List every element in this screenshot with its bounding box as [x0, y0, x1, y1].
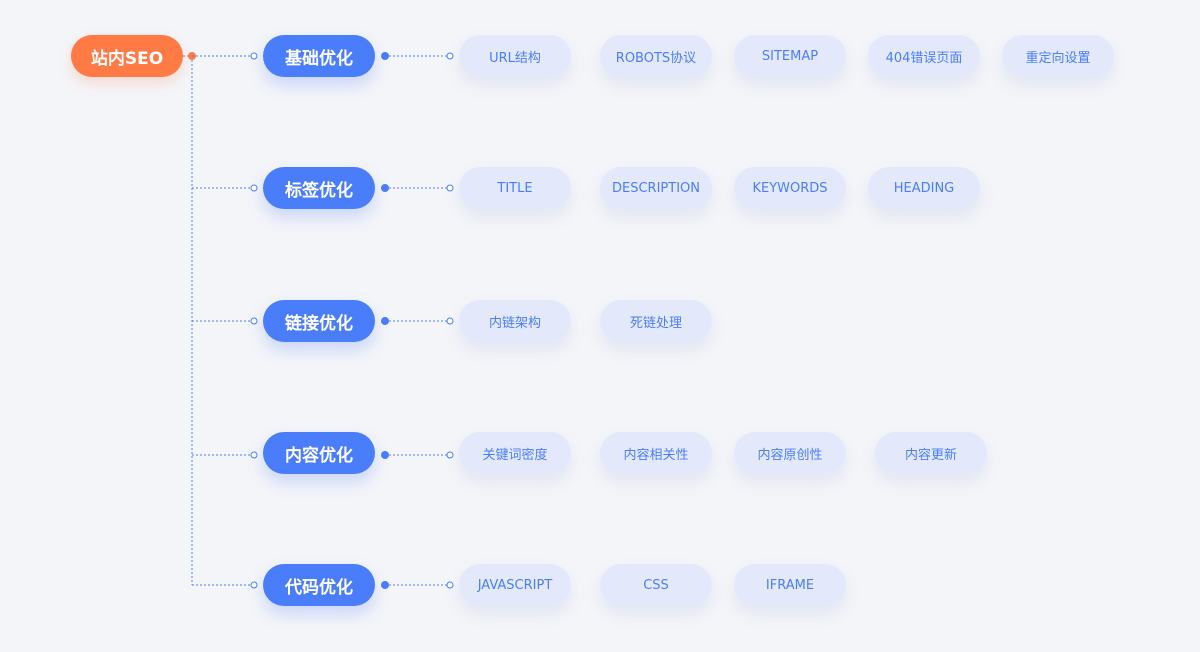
- branch-basic-optimization: 基础优化 URL结构 ROBOTS协议 SITEMAP 404错误页面 重定向设…: [0, 35, 1200, 77]
- leaf-node: CSS: [600, 564, 712, 606]
- branch-content-optimization: 内容优化 关键词密度 内容相关性 内容原创性 内容更新: [0, 432, 1200, 474]
- branch-link-optimization: 链接优化 内链架构 死链处理: [0, 300, 1200, 342]
- leaf-node: HEADING: [868, 167, 980, 209]
- branch-tag-optimization: 标签优化 TITLE DESCRIPTION KEYWORDS HEADING: [0, 167, 1200, 209]
- leaf-node: 关键词密度: [459, 432, 571, 474]
- category-node-link: 链接优化: [263, 300, 375, 342]
- leaf-node: 重定向设置: [1002, 35, 1114, 77]
- category-node-code: 代码优化: [263, 564, 375, 606]
- leaf-node: TITLE: [459, 167, 571, 209]
- leaf-node: 内链架构: [459, 300, 571, 342]
- leaf-node: SITEMAP: [734, 35, 846, 77]
- leaf-node: JAVASCRIPT: [459, 564, 571, 606]
- category-node-tag: 标签优化: [263, 167, 375, 209]
- leaf-node: 内容相关性: [600, 432, 712, 474]
- leaf-node: IFRAME: [734, 564, 846, 606]
- leaf-node: DESCRIPTION: [600, 167, 712, 209]
- leaf-node: 死链处理: [600, 300, 712, 342]
- leaf-node: URL结构: [459, 35, 571, 77]
- branch-code-optimization: 代码优化 JAVASCRIPT CSS IFRAME: [0, 564, 1200, 606]
- leaf-node: ROBOTS协议: [600, 35, 712, 77]
- root-node-onsite-seo: 站内SEO: [71, 35, 183, 77]
- category-node-content: 内容优化: [263, 432, 375, 474]
- leaf-node: 404错误页面: [868, 35, 980, 77]
- leaf-node: 内容原创性: [734, 432, 846, 474]
- leaf-node: 内容更新: [875, 432, 987, 474]
- leaf-node: KEYWORDS: [734, 167, 846, 209]
- category-node-basic: 基础优化: [263, 35, 375, 77]
